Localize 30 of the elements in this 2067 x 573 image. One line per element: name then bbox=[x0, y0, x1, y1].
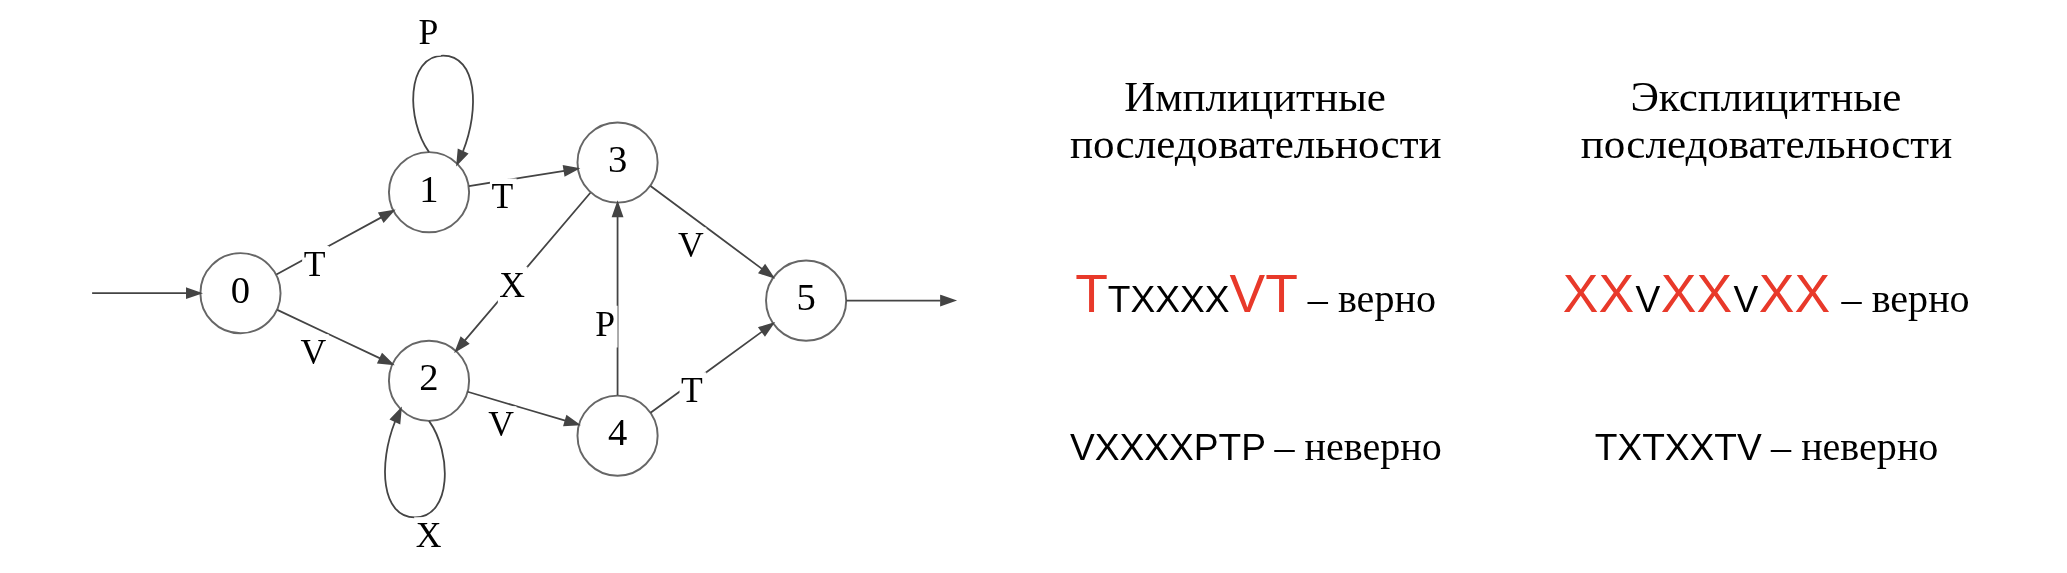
node-circle: 0 bbox=[198, 252, 281, 335]
edge-label: V bbox=[299, 332, 326, 373]
arrow bbox=[453, 191, 591, 353]
edge-label: X bbox=[498, 264, 525, 305]
arrow bbox=[844, 294, 957, 307]
edge-label: P bbox=[594, 303, 615, 344]
label: Имплицитные последовательности bbox=[1069, 72, 1442, 168]
edge-label: V bbox=[677, 225, 704, 266]
edge-label: T bbox=[680, 370, 703, 411]
label: XXVXXVXX – верно bbox=[1562, 264, 1970, 324]
edge-label: T bbox=[303, 243, 325, 284]
arrow bbox=[275, 309, 395, 366]
edge-label: X bbox=[415, 515, 441, 556]
label: TXTXXTV – неверно bbox=[1594, 424, 1938, 470]
node-circle: 5 bbox=[764, 259, 847, 342]
label: TTXXXXVT – верно bbox=[1074, 264, 1436, 324]
node-circle: 4 bbox=[576, 394, 659, 477]
node-circle: 2 bbox=[387, 339, 470, 422]
arrow bbox=[649, 185, 775, 279]
edge-label: P bbox=[418, 12, 438, 53]
node-circle: 1 bbox=[387, 151, 470, 234]
edge-label: V bbox=[487, 404, 514, 445]
arrow bbox=[411, 54, 474, 167]
arrow bbox=[466, 390, 581, 427]
arrow bbox=[383, 406, 446, 519]
node-circle: 3 bbox=[576, 121, 659, 204]
label: VXXXXPTP – неверно bbox=[1069, 424, 1442, 470]
edge-label: T bbox=[490, 176, 513, 217]
arrow bbox=[90, 287, 203, 300]
label: Эксплицитные последовательности bbox=[1580, 72, 1952, 168]
